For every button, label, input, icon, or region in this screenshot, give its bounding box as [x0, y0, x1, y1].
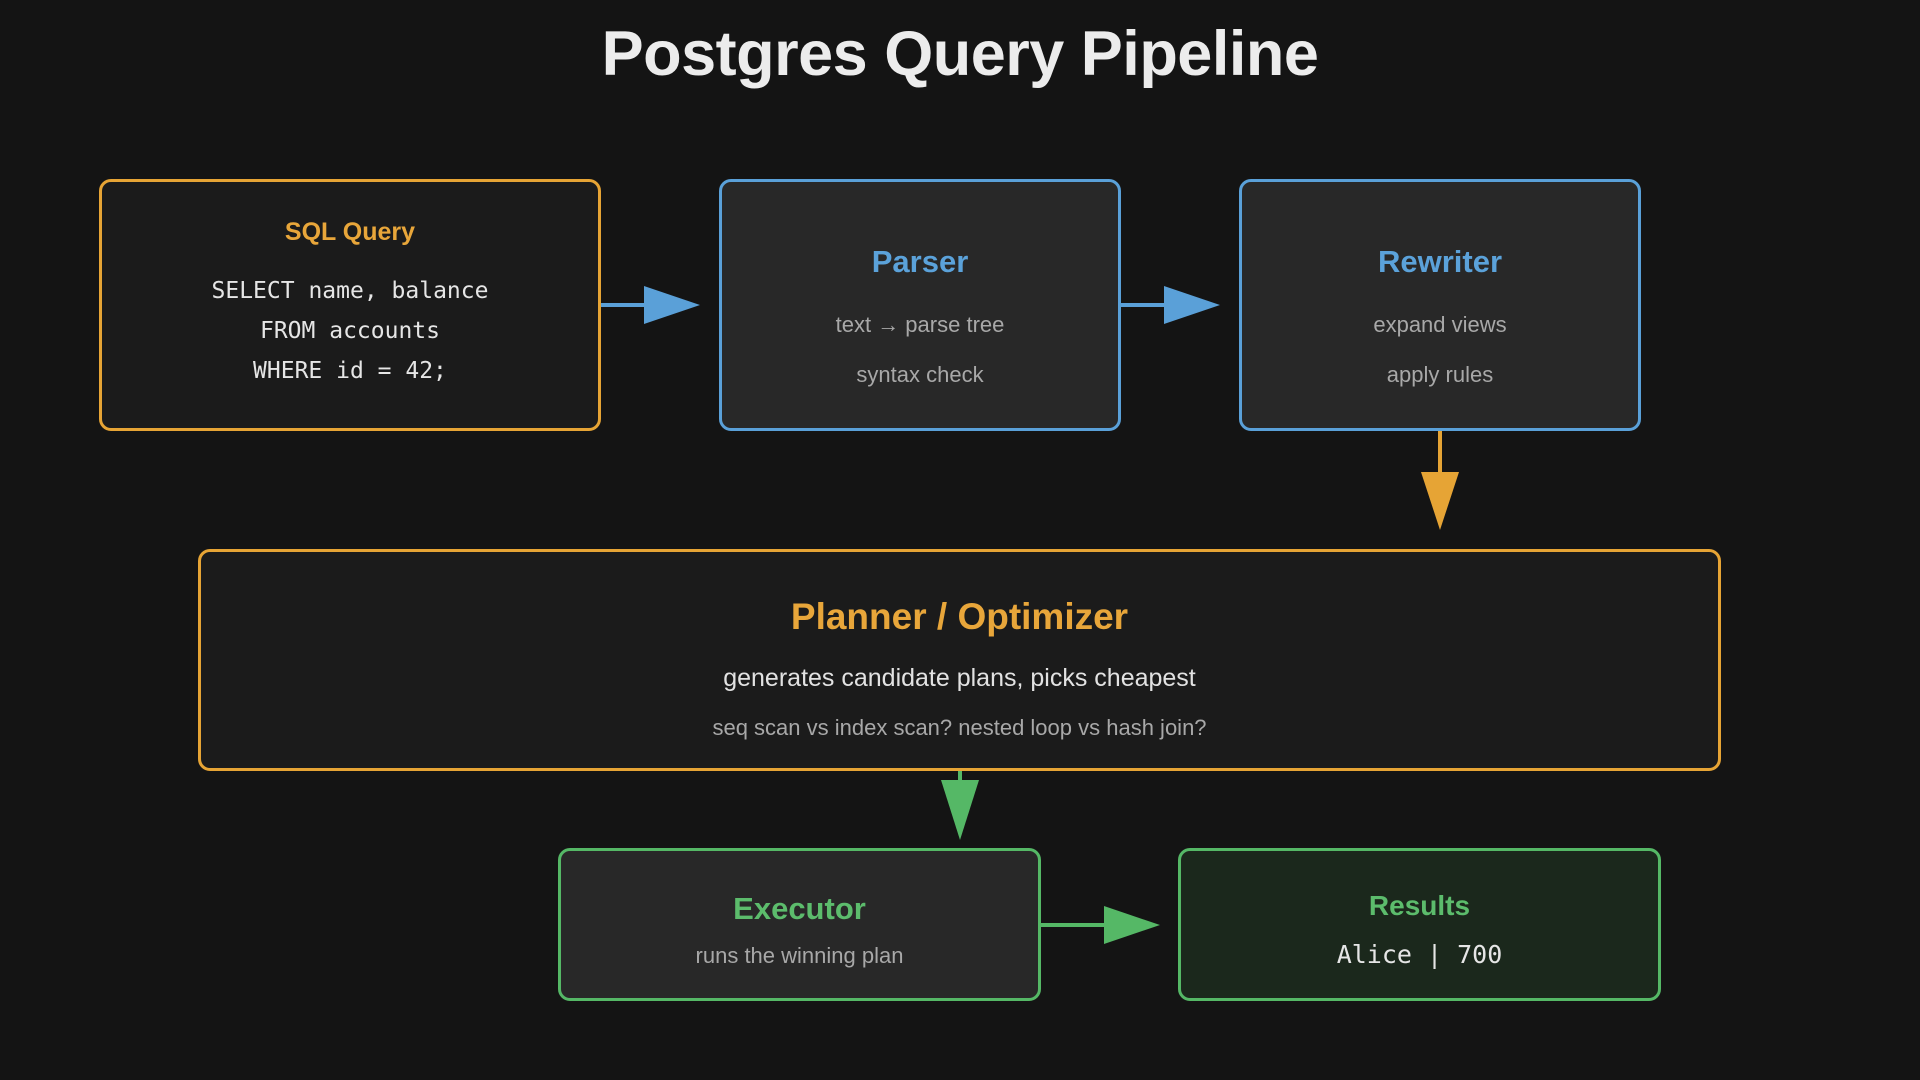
parser-heading: Parser: [871, 244, 969, 279]
results-heading: Results: [1368, 890, 1471, 921]
arrow-planner-to-executor: [941, 771, 979, 840]
parser-node: Parser text → parse tree syntax check: [719, 179, 1121, 431]
sql-code-line: FROM accounts: [259, 318, 440, 344]
results-value: Alice | 700: [1336, 940, 1503, 969]
parser-description: syntax check: [856, 362, 984, 387]
arrow-sql-to-parser: [601, 286, 700, 324]
rewriter-description: apply rules: [1386, 362, 1494, 387]
sql-query-heading: SQL Query: [284, 218, 416, 246]
arrow-parser-to-rewriter: [1121, 286, 1220, 324]
planner-summary: generates candidate plans, picks cheapes…: [723, 664, 1196, 692]
results-node: Results Alice | 700: [1178, 848, 1661, 1001]
sql-query-code: SELECT name, balance FROM accounts WHERE…: [212, 271, 489, 391]
sql-code-line: SELECT name, balance: [211, 278, 489, 304]
planner-heading: Planner / Optimizer: [790, 596, 1129, 637]
rewriter-node: Rewriter expand views apply rules: [1239, 179, 1641, 431]
rewriter-heading: Rewriter: [1377, 244, 1503, 279]
sql-query-node: SQL Query SELECT name, balance FROM acco…: [99, 179, 601, 431]
rewriter-description: expand views: [1373, 312, 1507, 337]
arrow-executor-to-results: [1041, 906, 1160, 944]
arrow-rewriter-to-planner: [1421, 431, 1459, 530]
diagram-title: Postgres Query Pipeline: [601, 19, 1319, 89]
executor-heading: Executor: [733, 891, 866, 926]
planner-node: Planner / Optimizer generates candidate …: [198, 549, 1721, 771]
planner-detail: seq scan vs index scan? nested loop vs h…: [712, 715, 1207, 740]
executor-description: runs the winning plan: [695, 943, 904, 968]
executor-node: Executor runs the winning plan: [558, 848, 1041, 1001]
sql-code-line: WHERE id = 42;: [253, 358, 447, 384]
parser-description: text → parse tree: [835, 312, 1005, 337]
